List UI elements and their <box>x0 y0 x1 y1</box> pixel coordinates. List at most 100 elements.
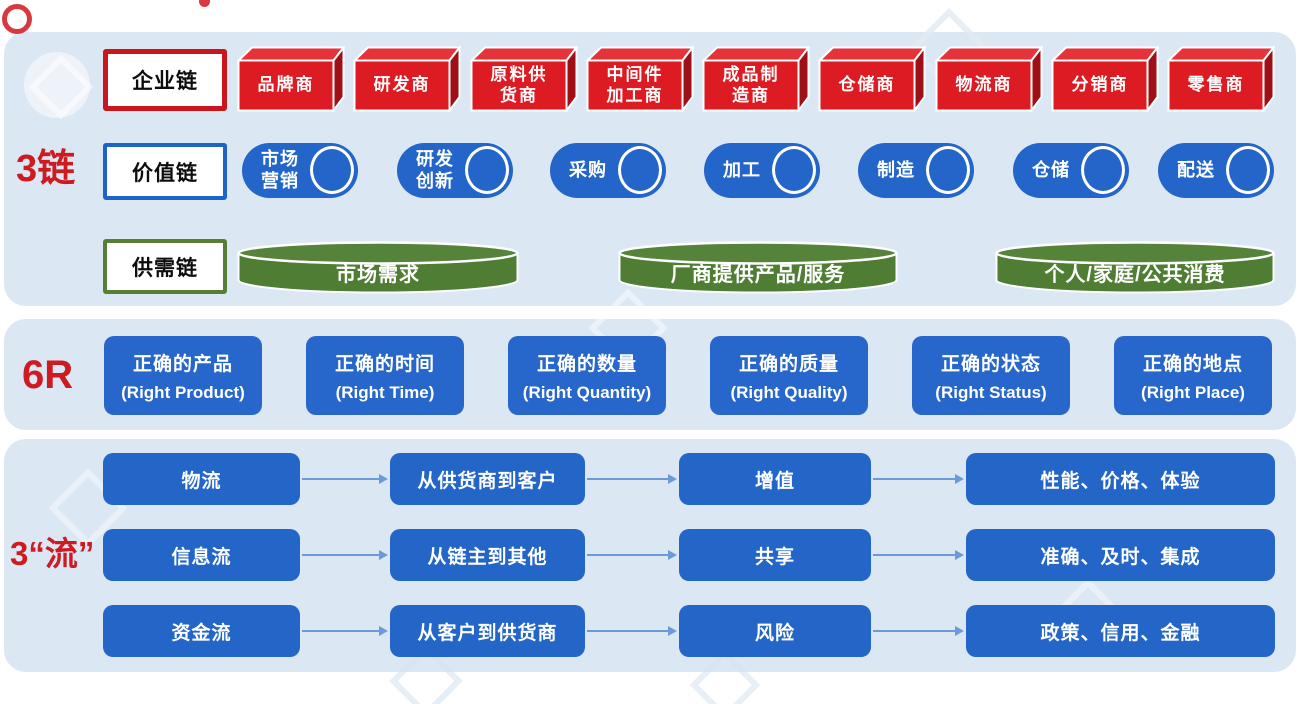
6r-cn-label: 正确的状态 <box>940 353 1041 375</box>
enterprise-box-raw-material: 原料供 货商 <box>470 46 578 112</box>
value-cylinder-marketing: 市场 营销 <box>242 143 358 198</box>
enterprise-box-label: 物流商 <box>955 75 1013 95</box>
enterprise-box-label: 零售商 <box>1187 75 1245 95</box>
watermark-dot <box>199 0 210 7</box>
supply-tank-market-demand: 市场需求 <box>237 241 519 295</box>
enterprise-box-label: 仓储商 <box>838 75 896 95</box>
cylinder-label: 市场 营销 <box>261 149 299 191</box>
arrow-right-icon <box>873 626 964 636</box>
red-3d-box-icon <box>935 46 1043 112</box>
tag-supply-demand-chain: 供需链 <box>103 239 227 294</box>
flow-box-information: 信息流 <box>103 529 300 581</box>
6r-en-label: (Right Place) <box>1141 382 1245 402</box>
6r-cn-label: 正确的地点 <box>1142 353 1243 375</box>
red-3d-box-icon <box>586 46 694 112</box>
section-label-3-flows: 3“流” <box>10 535 95 572</box>
enterprise-box-warehousing: 仓储商 <box>818 46 926 112</box>
enterprise-box-intermediate: 中间件 加工商 <box>586 46 694 112</box>
cylinder-label: 配送 <box>1177 159 1215 180</box>
enterprise-box-brand: 品牌商 <box>237 46 345 112</box>
enterprise-box-label: 中间件 加工商 <box>606 65 664 105</box>
cylinder-label: 研发 创新 <box>416 149 454 191</box>
6r-cn-label: 正确的产品 <box>132 353 233 375</box>
tank-label: 个人/家庭/公共消费 <box>1044 264 1226 286</box>
cylinder-label: 采购 <box>569 159 607 180</box>
value-cylinder-processing: 加工 <box>704 143 820 198</box>
cylinder-end-ellipse <box>926 146 970 194</box>
tank-label: 厂商提供产品/服务 <box>670 264 846 286</box>
6r-box-quantity: 正确的数量 (Right Quantity) <box>508 336 666 415</box>
flow-box-logistics-attributes: 性能、价格、体验 <box>966 453 1275 505</box>
6r-en-label: (Right Status) <box>935 382 1047 402</box>
enterprise-box-label: 成品制 造商 <box>722 65 780 105</box>
enterprise-box-label: 研发商 <box>373 75 431 95</box>
cylinder-label: 仓储 <box>1032 159 1070 180</box>
section-label-3-chains: 3链 <box>16 148 76 190</box>
arrow-right-icon <box>587 626 677 636</box>
enterprise-box-rnd: 研发商 <box>353 46 461 112</box>
arrow-right-icon <box>587 474 677 484</box>
arrow-right-icon <box>302 550 388 560</box>
cylinder-label: 加工 <box>723 159 761 180</box>
green-tank-icon <box>618 241 898 294</box>
flow-box-information-feature: 共享 <box>679 529 871 581</box>
red-3d-box-icon <box>1051 46 1159 112</box>
red-3d-box-icon <box>237 46 345 112</box>
value-cylinder-warehousing: 仓储 <box>1013 143 1129 198</box>
flow-box-information-attributes: 准确、及时、集成 <box>966 529 1275 581</box>
enterprise-box-label: 分销商 <box>1071 75 1129 95</box>
6r-en-label: (Right Quantity) <box>522 382 652 402</box>
watermark-logo-fragment <box>2 4 32 34</box>
tag-enterprise-chain: 企业链 <box>103 49 227 111</box>
6r-box-time: 正确的时间 (Right Time) <box>306 336 464 415</box>
flow-box-information-direction: 从链主到其他 <box>390 529 585 581</box>
6r-box-product: 正确的产品 (Right Product) <box>104 336 262 415</box>
cylinder-end-ellipse <box>1226 146 1270 194</box>
enterprise-box-retail: 零售商 <box>1167 46 1275 112</box>
enterprise-box-label: 原料供 货商 <box>490 65 548 105</box>
flow-box-logistics: 物流 <box>103 453 300 505</box>
tag-value-chain: 价值链 <box>103 143 227 200</box>
enterprise-box-label: 品牌商 <box>257 75 315 95</box>
flow-box-logistics-feature: 增值 <box>679 453 871 505</box>
6r-cn-label: 正确的数量 <box>536 353 637 375</box>
6r-cn-label: 正确的时间 <box>334 353 435 375</box>
arrow-right-icon <box>873 550 964 560</box>
red-3d-box-icon <box>470 46 578 112</box>
6r-cn-label: 正确的质量 <box>738 353 839 375</box>
enterprise-box-finished-goods: 成品制 造商 <box>702 46 810 112</box>
cylinder-label: 制造 <box>877 159 915 180</box>
green-tank-icon <box>995 241 1275 294</box>
6r-en-label: (Right Product) <box>121 382 245 402</box>
flow-box-logistics-direction: 从供货商到客户 <box>390 453 585 505</box>
value-cylinder-manufacturing: 制造 <box>858 143 974 198</box>
6r-box-status: 正确的状态 (Right Status) <box>912 336 1070 415</box>
arrow-right-icon <box>302 474 388 484</box>
6r-en-label: (Right Quality) <box>730 382 848 402</box>
cylinder-end-ellipse <box>310 146 354 194</box>
6r-box-place: 正确的地点 (Right Place) <box>1114 336 1272 415</box>
tank-label: 市场需求 <box>336 264 420 286</box>
section-label-6r: 6R <box>22 353 74 397</box>
arrow-right-icon <box>302 626 388 636</box>
6r-box-quality: 正确的质量 (Right Quality) <box>710 336 868 415</box>
cylinder-end-ellipse <box>465 146 509 194</box>
value-cylinder-procurement: 采购 <box>550 143 666 198</box>
flow-box-capital: 资金流 <box>103 605 300 657</box>
cylinder-end-ellipse <box>772 146 816 194</box>
enterprise-box-logistics: 物流商 <box>935 46 1043 112</box>
6r-en-label: (Right Time) <box>335 382 435 402</box>
arrow-right-icon <box>873 474 964 484</box>
red-3d-box-icon <box>702 46 810 112</box>
arrow-right-icon <box>587 550 677 560</box>
green-tank-icon <box>237 241 519 294</box>
cylinder-end-ellipse <box>618 146 662 194</box>
flow-box-capital-direction: 从客户到供货商 <box>390 605 585 657</box>
watermark-emblem <box>24 52 90 118</box>
red-3d-box-icon <box>353 46 461 112</box>
value-cylinder-delivery: 配送 <box>1158 143 1274 198</box>
supply-tank-consumption: 个人/家庭/公共消费 <box>995 241 1275 295</box>
value-cylinder-innovation: 研发 创新 <box>397 143 513 198</box>
red-3d-box-icon <box>818 46 926 112</box>
